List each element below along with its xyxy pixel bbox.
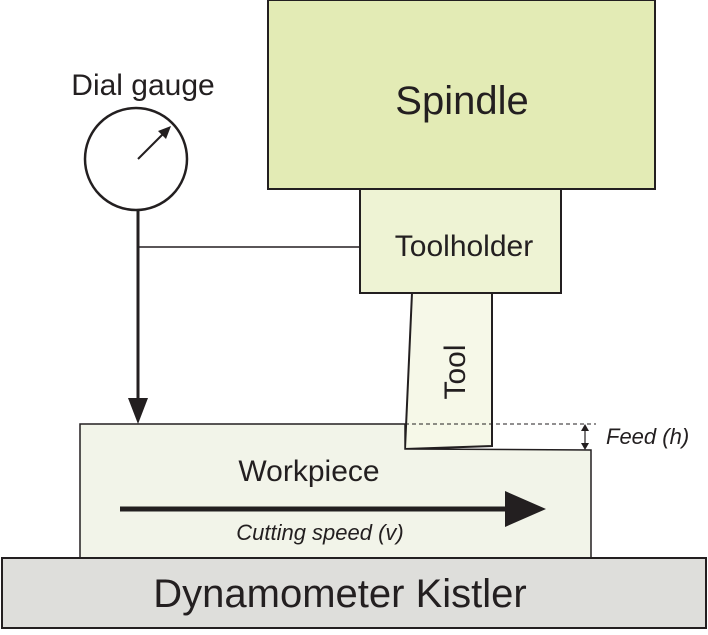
tool-block bbox=[403, 292, 493, 451]
dynamometer-label: Dynamometer Kistler bbox=[153, 572, 526, 616]
feed-arrow-icon bbox=[581, 424, 589, 450]
workpiece-label: Workpiece bbox=[238, 455, 379, 488]
dial-gauge-label: Dial gauge bbox=[71, 69, 214, 102]
cutting-speed-label: Cutting speed (v) bbox=[236, 520, 404, 545]
spindle-block bbox=[267, 0, 656, 190]
dial-gauge-icon bbox=[83, 106, 189, 212]
tool-label: Tool bbox=[439, 344, 472, 399]
cutting-speed-arrow-icon bbox=[120, 491, 546, 527]
feed-label: Feed (h) bbox=[606, 424, 689, 449]
toolholder-label: Toolholder bbox=[395, 230, 533, 263]
spindle-label: Spindle bbox=[395, 79, 528, 123]
toolholder-block bbox=[359, 188, 562, 294]
probe-arrow-icon bbox=[128, 398, 148, 424]
dynamometer-block bbox=[1, 557, 707, 629]
dial-needle-icon bbox=[137, 126, 171, 160]
